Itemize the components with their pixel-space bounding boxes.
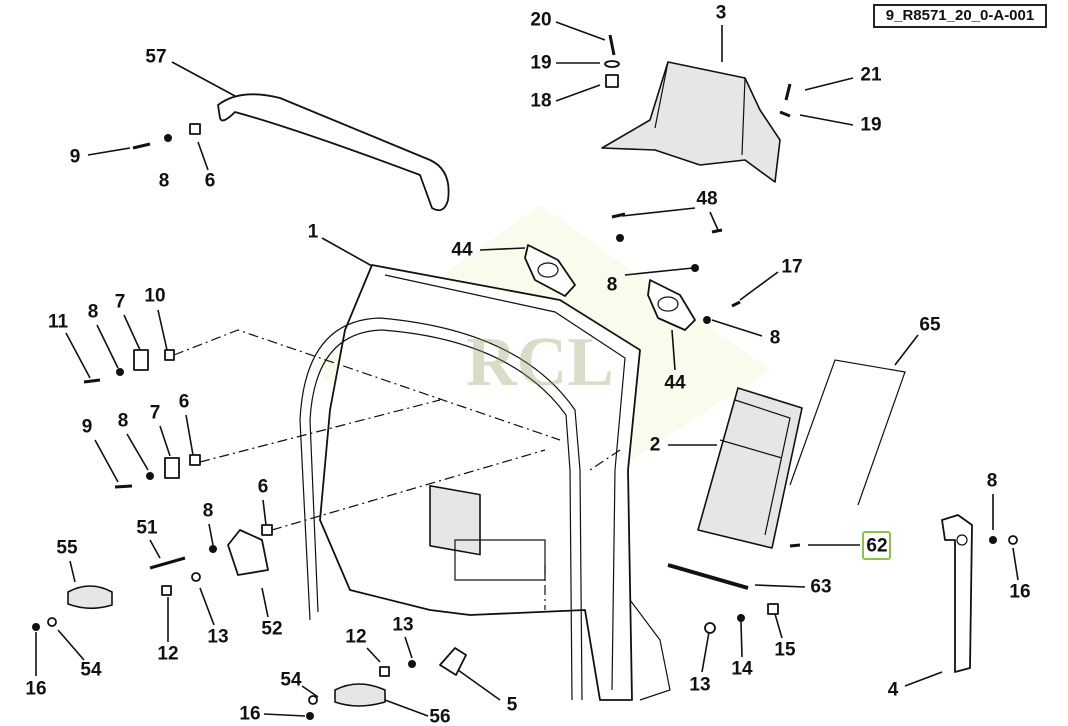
part-19-washer [779, 110, 791, 118]
callout-8[interactable]: 8 [118, 411, 129, 432]
callout-1[interactable]: 1 [308, 222, 319, 243]
callout-19[interactable]: 19 [530, 53, 551, 74]
bracket-edge-lines [654, 61, 746, 156]
panel-foot [629, 599, 671, 701]
part-21-screw [784, 83, 792, 101]
callout-6[interactable]: 6 [179, 392, 190, 413]
callout-6[interactable]: 6 [205, 171, 216, 192]
part-56-clamp[interactable] [334, 683, 386, 707]
callout-20[interactable]: 20 [530, 10, 551, 31]
callout-15[interactable]: 15 [774, 640, 796, 661]
callout-54[interactable]: 54 [280, 670, 302, 691]
callout-65[interactable]: 65 [919, 315, 941, 336]
callout-52[interactable]: 52 [261, 619, 282, 640]
callout-9[interactable]: 9 [82, 417, 93, 438]
cover-panel-detail [719, 399, 791, 536]
callout-8[interactable]: 8 [987, 471, 998, 492]
callout-8[interactable]: 8 [607, 275, 618, 296]
plate-hole [657, 296, 679, 312]
callout-8[interactable]: 8 [88, 302, 99, 323]
callout-17[interactable]: 17 [781, 257, 802, 278]
callout-2[interactable]: 2 [650, 435, 661, 456]
callout-7[interactable]: 7 [150, 403, 161, 424]
callout-19[interactable]: 19 [860, 115, 881, 136]
assembly-lines [173, 329, 621, 610]
callout-16[interactable]: 16 [239, 704, 260, 725]
callout-56[interactable]: 56 [429, 707, 450, 726]
callout-12[interactable]: 12 [345, 627, 366, 648]
callout-44[interactable]: 44 [664, 373, 686, 394]
part-44-plate-upper[interactable] [524, 244, 576, 297]
part-55-clamp[interactable] [67, 585, 113, 610]
plate-hole [537, 262, 559, 278]
callout-57[interactable]: 57 [145, 47, 166, 68]
callout-44[interactable]: 44 [451, 240, 473, 261]
callout-13[interactable]: 13 [207, 627, 228, 648]
callout-18[interactable]: 18 [530, 91, 551, 112]
callout-62-highlighted[interactable]: 62 [866, 536, 887, 557]
callout-labels: 20 19 18 3 21 19 57 9 8 6 48 44 1 8 17 8… [25, 3, 1030, 726]
callout-4[interactable]: 4 [888, 680, 899, 701]
callout-8[interactable]: 8 [770, 328, 781, 349]
callout-14[interactable]: 14 [731, 659, 753, 680]
part-52-bracket[interactable] [227, 529, 269, 576]
callout-6[interactable]: 6 [258, 477, 269, 498]
callout-13[interactable]: 13 [689, 675, 710, 696]
panel-recess [454, 539, 546, 581]
callout-8[interactable]: 8 [159, 171, 170, 192]
callout-51[interactable]: 51 [136, 518, 158, 539]
callout-5[interactable]: 5 [507, 695, 518, 716]
support-hole [956, 534, 968, 546]
part-1-main-panel[interactable] [319, 264, 641, 701]
part-44-plate-lower[interactable] [647, 279, 696, 331]
callout-16[interactable]: 16 [1009, 582, 1030, 603]
callout-63[interactable]: 63 [810, 577, 831, 598]
panel-inner-edge [384, 274, 626, 691]
part-65-rod[interactable] [789, 359, 906, 506]
diagram-reference-code: 9_R8571_20_0-A-001 [873, 4, 1047, 28]
highlighted-callout-frame [862, 531, 891, 560]
callout-11[interactable]: 11 [48, 312, 69, 333]
callout-54[interactable]: 54 [80, 660, 102, 681]
callout-21[interactable]: 21 [860, 65, 882, 86]
callout-13[interactable]: 13 [392, 615, 413, 636]
watermark-logo: RCL [466, 324, 614, 401]
part-3-bracket[interactable] [601, 61, 781, 183]
callout-10[interactable]: 10 [144, 286, 165, 307]
part-4-support[interactable] [941, 514, 973, 673]
hardware-stack-20-19-18 [604, 34, 620, 88]
callout-48[interactable]: 48 [696, 189, 717, 210]
part-63-strip[interactable] [667, 563, 749, 590]
callout-55[interactable]: 55 [56, 538, 78, 559]
part-2-cover-panel[interactable] [697, 387, 803, 549]
part-57-top-panel[interactable] [217, 93, 450, 212]
callout-8[interactable]: 8 [203, 501, 214, 522]
callout-3[interactable]: 3 [716, 3, 727, 24]
callout-9[interactable]: 9 [70, 147, 81, 168]
leader-lines [35, 21, 1019, 717]
callout-7[interactable]: 7 [115, 292, 126, 313]
part-5-clip[interactable] [439, 647, 467, 676]
callout-12[interactable]: 12 [157, 644, 178, 665]
panel-seal [299, 317, 583, 701]
left-hardware [32, 123, 1018, 720]
callout-16[interactable]: 16 [25, 679, 46, 700]
panel-seal-inner [309, 329, 573, 701]
